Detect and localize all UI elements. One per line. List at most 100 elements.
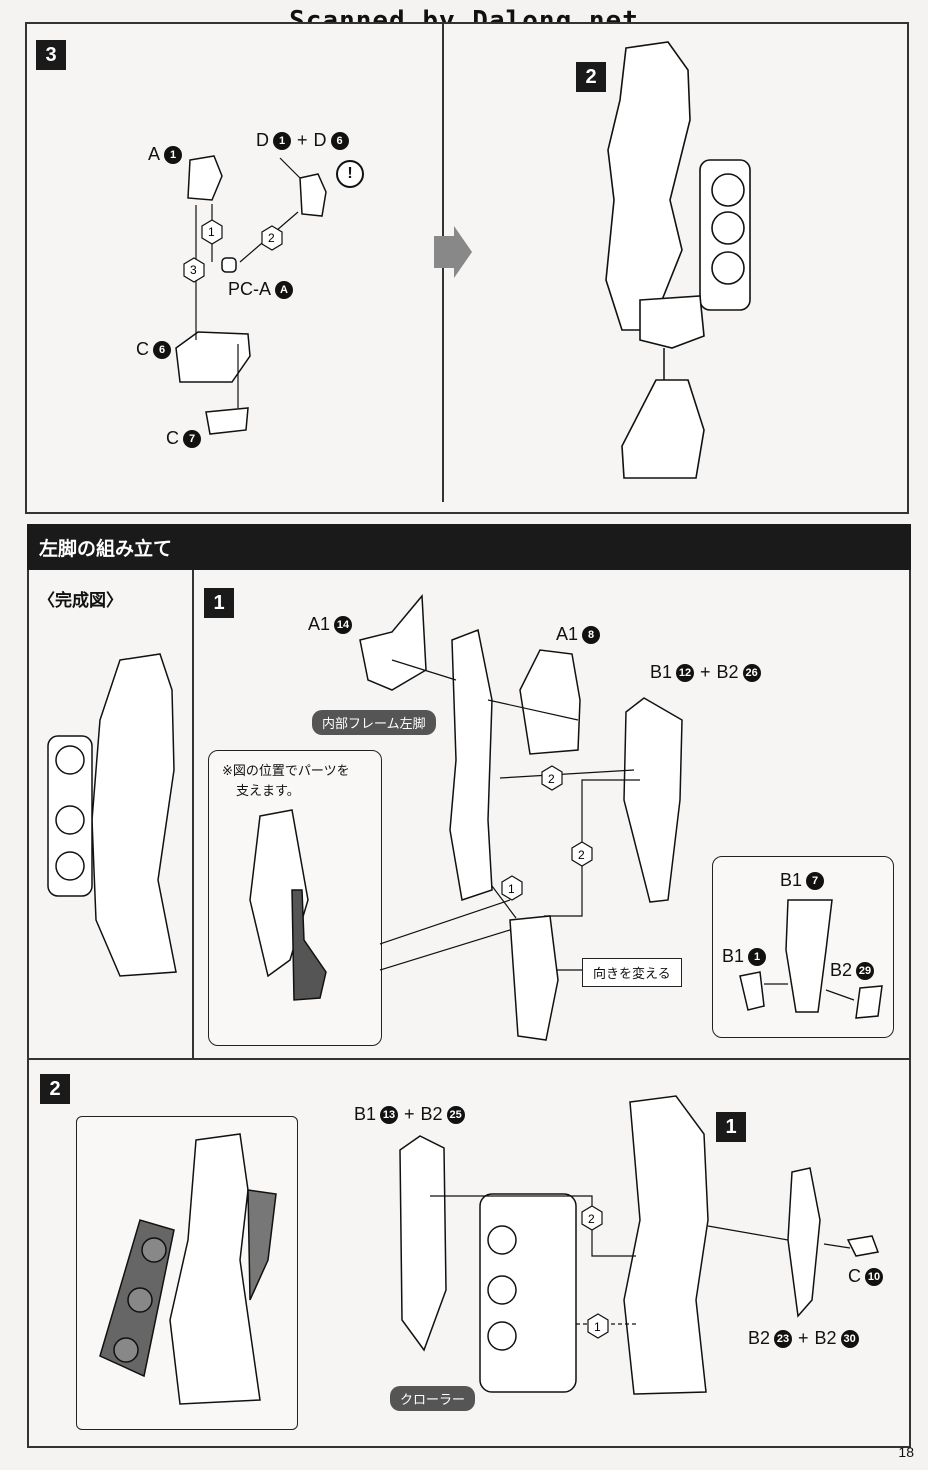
part-number-badge: 1 [273,131,291,150]
transition-arrow-icon [434,226,472,278]
warning-mark: ! [347,165,353,182]
assembled-leg-shape [623,1095,709,1395]
part-c6-shape [175,331,251,383]
part-number-badge: 1 [748,947,767,966]
part-label-c7: C 7 [166,428,201,449]
part-code: B2 [748,1328,771,1348]
part-pca-shape [221,257,237,273]
part-code: D [313,130,327,150]
part-code: C [848,1266,861,1286]
top-panel [25,22,909,514]
part-number-badge: 14 [334,615,353,634]
part-number-badge: 7 [806,871,825,890]
part-label-a1-8: A1 8 [556,624,601,645]
part-b2-23-shape [787,1167,821,1318]
part-code: B1 [354,1104,377,1124]
part-c10-shape [846,1235,880,1257]
part-number-badge: 10 [865,1267,883,1286]
part-number-badge: 1 [164,145,183,164]
part-code: B2 [814,1328,837,1348]
seq-num: 2 [588,1212,595,1226]
part-number-badge: 12 [676,663,695,682]
part-b1-13-shape [399,1135,447,1352]
part-code: B1 [722,946,745,966]
part-label-b1-7: B1 7 [780,870,825,891]
seq-num: 1 [594,1320,601,1334]
part-number-badge: 7 [183,429,201,448]
part-label-c6: C 6 [136,339,171,360]
part-label-b2-23-b2-30: B2 23 + B2 30 [748,1328,859,1349]
part-label-b1-12-b2-26: B1 12 + B2 26 [650,662,761,683]
part-number-badge: 30 [840,1329,859,1348]
part-code: A1 [556,624,579,644]
part-code: C [136,339,149,359]
plus-sign: + [798,1328,809,1348]
step3-illustration: 1 2 3 [175,41,751,479]
reference-armor-shape [247,1189,277,1301]
part-b1-7-shape [509,915,559,1041]
part-label-d1-d6: D 1 + D 6 [256,130,349,151]
part-number-badge: 23 [774,1329,793,1348]
part-label-a1-14: A1 14 [308,614,353,635]
seq-num: 1 [208,225,215,239]
frame-shape [449,628,493,901]
step-ref-badge-1: 1 [716,1112,746,1142]
seq-num: 3 [190,263,197,277]
part-number-badge: 29 [856,961,875,980]
part-b2-29-shape [855,985,883,1019]
section-title-left-leg: 左脚の組み立て [27,524,911,570]
plus-sign: + [700,662,711,682]
seq-num: 2 [268,231,275,245]
support-note-line1: ※図の位置でパーツを [222,764,350,779]
completed-leg-shape [91,653,177,977]
warning-icon: ! [336,160,364,188]
part-number-badge: 6 [330,131,349,150]
part-number-badge: 25 [446,1105,465,1124]
completed-view-label: 〈完成図〉 [38,591,123,611]
part-c7-shape [205,407,249,435]
part-code: B2 [420,1104,443,1124]
step-badge-3: 3 [36,40,66,70]
seq-num: 2 [548,772,555,786]
part-code: A [148,144,161,164]
reference-leg-shape [169,1133,261,1405]
part-b1-7-sub-shape [785,899,833,1013]
part-a1-shape [187,155,223,201]
part-label-b1-13-b2-25: B1 13 + B2 25 [354,1104,465,1125]
part-code: B2 [716,662,739,682]
part-label-pc-a: PC-A A [228,279,294,300]
part-label-b2-29: B2 29 [830,960,875,981]
part-code: D [256,130,269,150]
seq-num: 2 [578,848,585,862]
step1-illustration: 2 2 1 [47,594,883,1041]
part-label-b1-1: B1 1 [722,946,767,967]
step-badge-1: 1 [204,588,234,618]
part-number-badge: 26 [742,663,761,682]
part-number-badge: A [275,280,294,299]
seq-num: 1 [508,882,515,896]
part-b1-1-shape [739,971,765,1011]
part-code: B1 [780,870,803,890]
page-number: 18 [898,1444,914,1460]
step1-divider [192,570,194,1060]
part-d-shape [299,173,327,217]
plus-sign: + [297,130,308,150]
part-number-badge: 8 [582,625,601,644]
part-a1-8-shape [519,649,581,755]
frame-label-pill: 内部フレーム左脚 [312,710,436,735]
part-code: B2 [830,960,853,980]
orientation-tag: 向きを変える [582,958,682,987]
part-number-badge: 6 [153,340,171,359]
step-badge-2-top: 2 [576,62,606,92]
plus-sign: + [404,1104,415,1124]
part-code: C [166,428,179,448]
part-code: A1 [308,614,331,634]
part-number-badge: 13 [380,1105,399,1124]
part-b1-12-shape [623,697,683,903]
crawler-label-pill: クローラー [390,1386,476,1411]
support-stand-shape [291,889,327,1001]
part-label-c10: C 10 [848,1266,883,1287]
step-badge-2: 2 [40,1074,70,1104]
part-code: B1 [650,662,673,682]
